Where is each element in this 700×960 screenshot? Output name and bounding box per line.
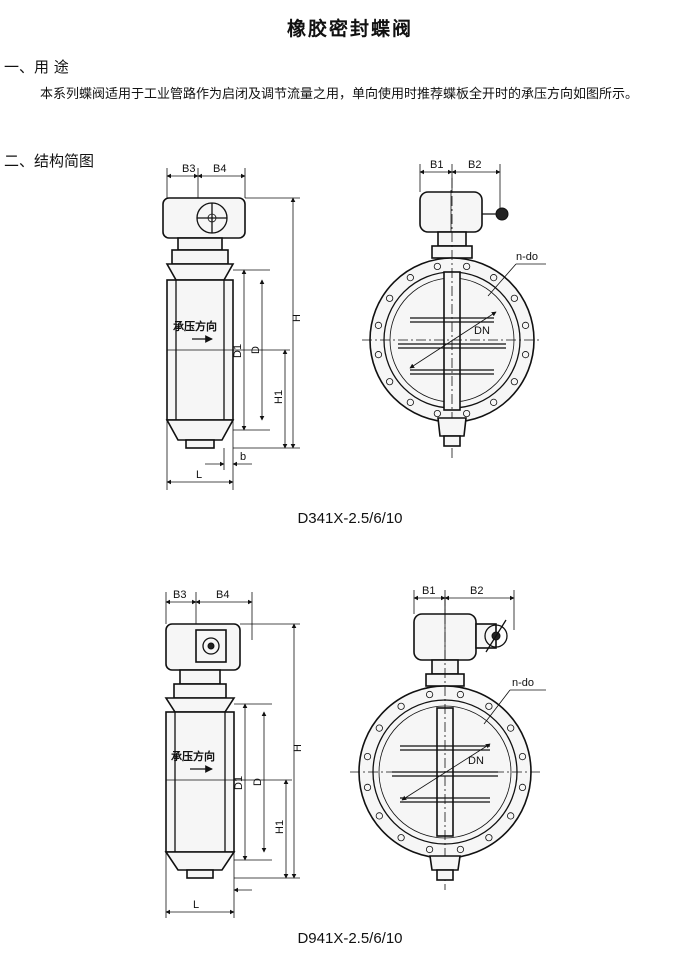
bolt-hole bbox=[374, 321, 383, 329]
bolt-hole bbox=[363, 752, 372, 761]
bolt-hole bbox=[406, 274, 414, 282]
fig2-side-view: B3 B4 H D1 D H1 L 承压方向 bbox=[164, 589, 304, 918]
fig2-label-d1: D1 bbox=[233, 776, 245, 790]
fig2-label-h1: H1 bbox=[274, 820, 286, 834]
bolt-hole bbox=[397, 834, 405, 842]
fig2-label-n-do: n-do bbox=[512, 677, 534, 689]
fig1-label-b1: B1 bbox=[430, 159, 443, 171]
bolt-hole bbox=[425, 690, 434, 699]
bolt-hole bbox=[510, 294, 518, 302]
bolt-hole bbox=[375, 812, 383, 820]
bolt-hole bbox=[375, 724, 383, 732]
bolt-hole bbox=[490, 398, 498, 406]
page-title: 橡胶密封蝶阀 bbox=[286, 18, 413, 40]
bolt-hole bbox=[463, 262, 471, 271]
fig1-label-l: L bbox=[196, 469, 202, 481]
fig2-label-l: L bbox=[193, 899, 199, 911]
bolt-hole bbox=[374, 351, 383, 359]
bolt-hole bbox=[521, 321, 530, 329]
fig1-label-dn: DN bbox=[474, 325, 490, 337]
bolt-hole bbox=[433, 409, 441, 418]
fig2-label-h: H bbox=[292, 744, 304, 752]
bolt-hole bbox=[521, 351, 530, 359]
fig2-label-b3: B3 bbox=[173, 589, 186, 601]
bolt-hole bbox=[490, 274, 498, 282]
fig1-side-view: B3 B4 H D1 D H1 b L 承压方向 bbox=[162, 163, 303, 490]
bolt-hole bbox=[386, 378, 394, 386]
fig1-label-pressure-direction: 承压方向 bbox=[173, 319, 217, 333]
fig1-caption: D341X-2.5/6/10 bbox=[297, 510, 403, 527]
fig1-label-d: D bbox=[250, 346, 262, 354]
fig2-label-b2: B2 bbox=[470, 585, 483, 597]
bolt-hole bbox=[507, 724, 515, 732]
bolt-hole bbox=[510, 378, 518, 386]
fig1-label-b: b bbox=[240, 451, 246, 463]
bolt-hole bbox=[518, 783, 527, 792]
fig2-caption: D941X-2.5/6/10 bbox=[297, 930, 403, 947]
fig2-label-dn: DN bbox=[468, 755, 484, 767]
bolt-hole bbox=[363, 783, 372, 792]
fig1-bolt-holes bbox=[374, 262, 530, 418]
bolt-hole bbox=[406, 398, 414, 406]
section-heading-structure: 二、结构简图 bbox=[4, 152, 95, 170]
fig2-front-view: B1 B2 n-do DN bbox=[350, 585, 546, 890]
fig1-front-view: B1 B2 n-do DN bbox=[362, 159, 546, 460]
bolt-hole bbox=[456, 690, 465, 699]
fig1-label-b3: B3 bbox=[182, 163, 195, 175]
bolt-hole bbox=[485, 702, 493, 710]
fig2-label-pressure-direction: 承压方向 bbox=[171, 749, 215, 763]
usage-paragraph: 本系列蝶阀适用于工业管路作为启闭及调节流量之用，单向使用时推荐蝶板全开时的承压方… bbox=[40, 87, 639, 102]
fig1-label-b4: B4 bbox=[213, 163, 226, 175]
bolt-hole bbox=[425, 845, 434, 854]
fig2-label-b4: B4 bbox=[216, 589, 229, 601]
bolt-hole bbox=[433, 262, 441, 271]
fig2-bolt-holes bbox=[363, 690, 527, 854]
bolt-hole bbox=[386, 294, 394, 302]
fig1-label-b2: B2 bbox=[468, 159, 481, 171]
section-heading-usage: 一、用 途 bbox=[4, 58, 69, 76]
fig2-label-d: D bbox=[252, 778, 264, 786]
bolt-hole bbox=[456, 845, 465, 854]
bolt-hole bbox=[518, 752, 527, 761]
fig1-label-h: H bbox=[291, 314, 303, 322]
bolt-hole bbox=[485, 834, 493, 842]
fig1-label-h1: H1 bbox=[273, 390, 285, 404]
fig2-label-b1: B1 bbox=[422, 585, 435, 597]
bolt-hole bbox=[507, 812, 515, 820]
fig1-label-d1: D1 bbox=[232, 344, 244, 358]
fig1-label-n-do: n-do bbox=[516, 251, 538, 263]
bolt-hole bbox=[463, 409, 471, 418]
bolt-hole bbox=[397, 702, 405, 710]
